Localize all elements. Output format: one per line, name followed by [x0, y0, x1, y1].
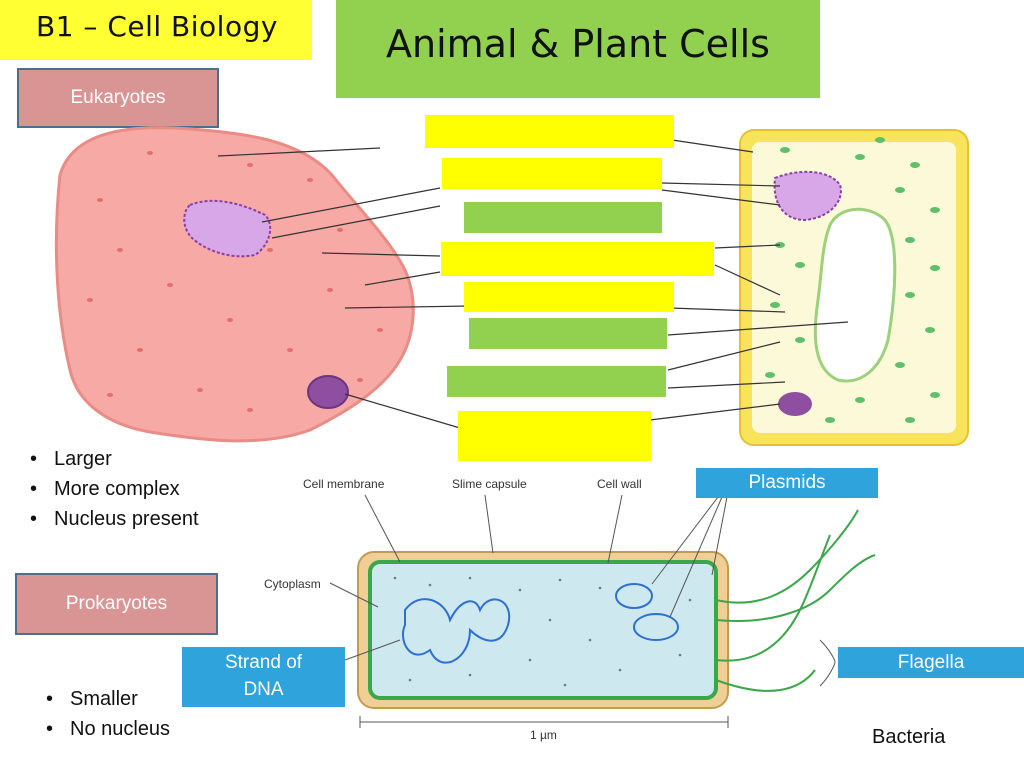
animal-cell: [54, 126, 415, 443]
cell-wall-label: Cell wall: [597, 477, 642, 491]
eukaryote-point: Larger: [20, 444, 199, 474]
animal-golgi: [183, 199, 272, 258]
plant-golgi: [773, 170, 842, 222]
bacteria-caption: Bacteria: [872, 726, 946, 748]
flagella: [715, 509, 876, 692]
label-blank-7: [447, 366, 666, 397]
eukaryote-points: Larger More complex Nucleus present: [20, 444, 199, 534]
page-title: Animal & Plant Cells: [386, 22, 770, 66]
label-blank-4: [441, 242, 714, 276]
prokaryote-point: No nucleus: [36, 714, 170, 744]
plant-vacuole: [813, 207, 897, 383]
eukaryotes-box: Eukaryotes: [17, 68, 219, 128]
flagella-label: Flagella: [838, 647, 1024, 678]
topic-heading: B1 – Cell Biology: [36, 10, 278, 43]
cytoplasm-label: Cytoplasm: [264, 577, 321, 591]
label-blank-3: [464, 202, 662, 233]
prokaryotes-box: Prokaryotes: [15, 573, 218, 635]
plasmid: [615, 583, 653, 609]
label-blank-8: [458, 411, 651, 461]
eukaryote-point: Nucleus present: [20, 504, 199, 534]
bacteria-leader-lines: [329, 494, 729, 728]
strand-of-dna-label: Strand of DNA: [182, 647, 345, 707]
eukaryote-point: More complex: [20, 474, 199, 504]
plasmid: [633, 613, 679, 641]
leader-lines: [217, 139, 849, 429]
slime-capsule-label: Slime capsule: [452, 477, 527, 491]
prokaryote-points: Smaller No nucleus: [36, 684, 170, 744]
scale-label: 1 µm: [530, 728, 557, 742]
dna-strand: [402, 598, 511, 664]
animal-organelles: [87, 151, 383, 412]
label-blank-2: [442, 158, 662, 189]
bacteria-ribosomes: [393, 576, 692, 687]
plant-nucleus: [778, 392, 812, 416]
cell-membrane-label: Cell membrane: [303, 477, 385, 491]
topic-banner: [0, 0, 312, 60]
label-blank-6: [469, 318, 667, 349]
prokaryote-point: Smaller: [36, 684, 170, 714]
label-blank-1: [425, 115, 674, 148]
animal-nucleus: [307, 375, 349, 409]
bacteria-wall: [368, 560, 718, 700]
plasmids-label: Plasmids: [696, 468, 878, 498]
label-blank-5: [464, 282, 674, 312]
title-banner: [336, 0, 820, 98]
flagella-brace: [819, 639, 836, 687]
